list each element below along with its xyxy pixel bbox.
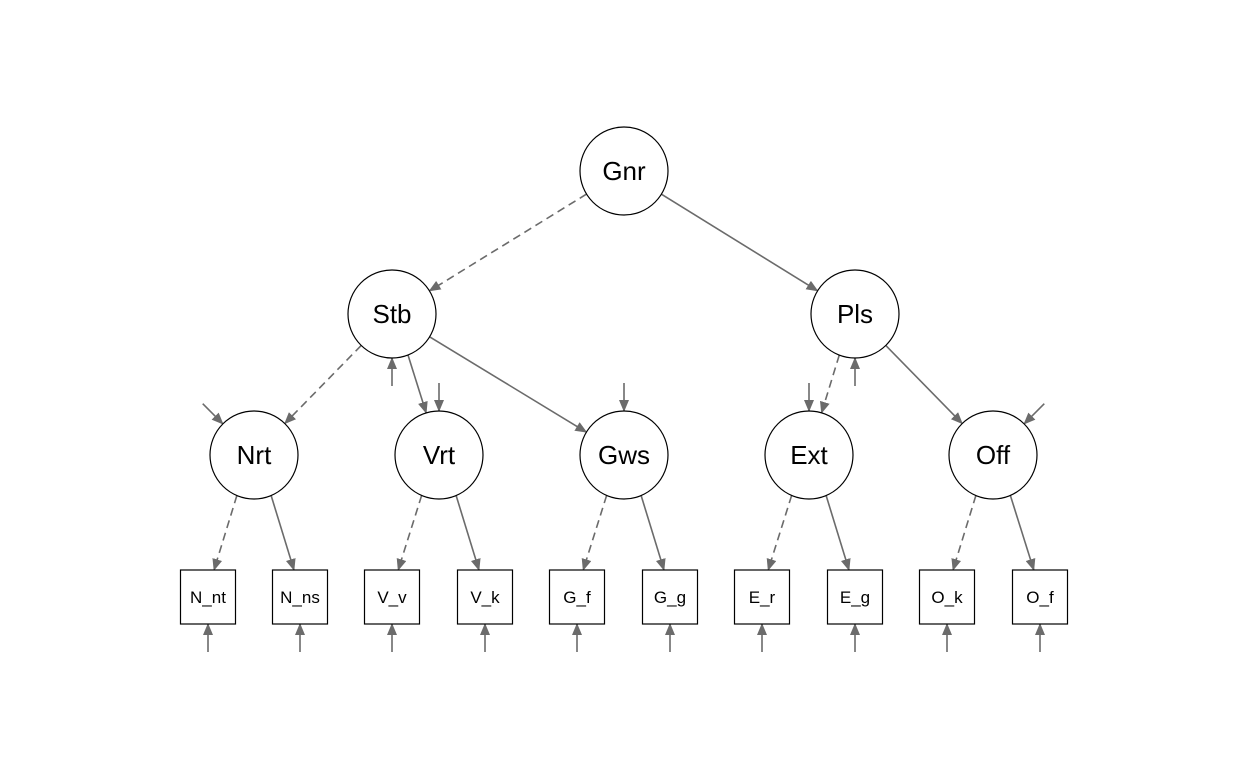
- observed-node-box: [271, 569, 329, 625]
- error-arrows-layer: [202, 357, 1045, 652]
- observed-node-box: [733, 569, 791, 625]
- observed-node-g_g: G_g: [641, 569, 699, 625]
- edge-stb-to-vrt: [407, 354, 428, 414]
- observed-node-label: E_g: [840, 588, 870, 607]
- observed-node-label: O_f: [1026, 588, 1054, 607]
- edge-gws-to-g_g: [640, 495, 666, 571]
- latent-node-label: Stb: [372, 299, 411, 329]
- observed-node-label: V_k: [470, 588, 500, 607]
- latent-node-gnr: Gnr: [579, 126, 669, 216]
- edge-stb-to-gws: [429, 336, 588, 433]
- observed-node-box: [641, 569, 699, 625]
- latent-node-label: Gws: [598, 440, 650, 470]
- latent-node-circle: [394, 410, 484, 500]
- edge-nrt-to-n_nt: [212, 495, 238, 571]
- observed-node-box: [456, 569, 514, 625]
- latent-node-vrt: Vrt: [394, 410, 484, 500]
- edge-ext-to-e_r: [766, 495, 793, 571]
- latent-node-circle: [764, 410, 854, 500]
- latent-node-circle: [810, 269, 900, 359]
- observed-node-label: V_v: [377, 588, 407, 607]
- edge-stb-to-nrt: [284, 344, 362, 425]
- observed-node-v_k: V_k: [456, 569, 514, 625]
- latent-node-ext: Ext: [764, 410, 854, 500]
- observed-node-label: N_ns: [280, 588, 320, 607]
- error-arrow-nrt: [202, 403, 224, 425]
- observed-node-box: [179, 569, 237, 625]
- observed-node-label: N_nt: [190, 588, 226, 607]
- latent-node-nrt: Nrt: [209, 410, 299, 500]
- latent-node-label: Ext: [790, 440, 828, 470]
- latent-node-stb: Stb: [347, 269, 437, 359]
- edge-gnr-to-pls: [660, 193, 819, 292]
- observed-node-o_k: O_k: [918, 569, 976, 625]
- observed-node-label: G_g: [654, 588, 686, 607]
- observed-node-v_v: V_v: [363, 569, 421, 625]
- edge-vrt-to-v_k: [455, 495, 481, 571]
- observed-node-box: [363, 569, 421, 625]
- latent-node-label: Nrt: [237, 440, 272, 470]
- latent-node-label: Off: [976, 440, 1011, 470]
- edge-gnr-to-stb: [428, 193, 587, 292]
- edge-off-to-o_f: [1009, 495, 1036, 571]
- observed-node-o_f: O_f: [1011, 569, 1069, 625]
- observed-node-box: [1011, 569, 1069, 625]
- error-arrow-off: [1023, 403, 1045, 425]
- edge-gws-to-g_f: [581, 495, 608, 571]
- edge-ext-to-e_g: [825, 495, 851, 571]
- edge-pls-to-ext: [820, 354, 841, 414]
- latent-node-label: Gnr: [602, 156, 646, 186]
- latent-node-label: Vrt: [423, 440, 456, 470]
- latent-node-circle: [579, 126, 669, 216]
- edge-off-to-o_k: [951, 495, 977, 571]
- edge-pls-to-off: [885, 344, 963, 425]
- observed-node-g_f: G_f: [548, 569, 606, 625]
- observed-node-label: G_f: [563, 588, 591, 607]
- edge-nrt-to-n_ns: [270, 495, 296, 571]
- latent-node-circle: [948, 410, 1038, 500]
- latent-node-circle: [209, 410, 299, 500]
- latent-node-gws: Gws: [579, 410, 669, 500]
- observed-node-label: E_r: [749, 588, 776, 607]
- edge-vrt-to-v_v: [396, 495, 423, 571]
- observed-node-box: [918, 569, 976, 625]
- observed-node-e_g: E_g: [826, 569, 884, 625]
- observed-node-box: [826, 569, 884, 625]
- observed-node-e_r: E_r: [733, 569, 791, 625]
- latent-node-circle: [579, 410, 669, 500]
- latent-node-pls: Pls: [810, 269, 900, 359]
- observed-node-label: O_k: [931, 588, 963, 607]
- observed-node-n_nt: N_nt: [179, 569, 237, 625]
- latent-node-label: Pls: [837, 299, 873, 329]
- latent-node-off: Off: [948, 410, 1038, 500]
- latent-node-circle: [347, 269, 437, 359]
- edges-layer: [212, 193, 1036, 571]
- observed-node-box: [548, 569, 606, 625]
- observed-node-n_ns: N_ns: [271, 569, 329, 625]
